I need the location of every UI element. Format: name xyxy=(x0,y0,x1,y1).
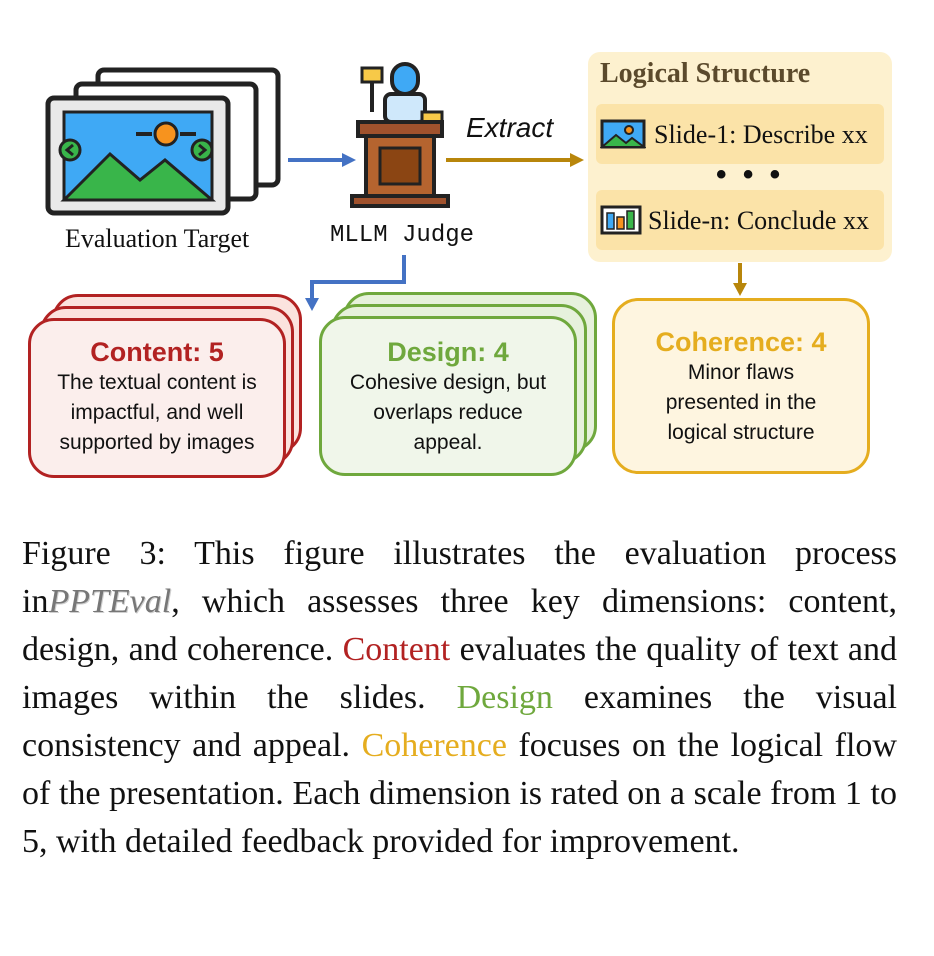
caption-part-4: focuses on the logical flow of the prese… xyxy=(22,727,897,860)
judge-label: MLLM Judge xyxy=(330,222,475,249)
coherence-description: Minor flaws presented in the logical str… xyxy=(665,361,817,444)
target-to-judge-arrowhead xyxy=(342,153,356,167)
logical-structure-title: Logical Structure xyxy=(600,58,811,89)
slides-ellipsis: • • • xyxy=(716,158,785,191)
slide-1-label: Slide-1: Describe xx xyxy=(654,120,868,149)
judge-to-cards-arrowhead xyxy=(305,298,319,311)
content-score: Content: 5 xyxy=(90,337,224,367)
caption-design-word: Design xyxy=(456,679,553,716)
flow-arrows xyxy=(288,153,747,311)
caption-part-3: examines the visual consistency and appe… xyxy=(22,679,897,764)
caption-content-word: Content xyxy=(342,631,451,668)
evaluation-target-label: Evaluation Target xyxy=(65,224,250,253)
evaluation-diagram: Evaluation Target MLLM Judge Extract Log… xyxy=(28,52,892,478)
slide-thumbnail-icon xyxy=(600,119,646,149)
slide-n-label: Slide-n: Conclude xx xyxy=(648,206,869,235)
design-score: Design: 4 xyxy=(387,337,509,367)
content-description: The textual content is impactful, and we… xyxy=(57,371,257,454)
extract-label: Extract xyxy=(466,112,554,143)
caption-prefix: Figure 3: This figure illustrates the ev… xyxy=(22,535,897,620)
design-card: Design: 4 Cohesive design, but overlaps … xyxy=(319,316,577,476)
judge-podium-icon xyxy=(350,62,450,208)
chart-slide-icon xyxy=(600,205,642,235)
content-card: Content: 5 The textual content is impact… xyxy=(28,318,286,478)
extract-arrowhead xyxy=(570,153,584,167)
caption-part-2: evaluates the quality of text and images… xyxy=(22,631,898,716)
figure-caption: Figure 3: This figure illustrates the ev… xyxy=(22,530,897,866)
structure-to-coherence-arrowhead xyxy=(733,283,747,296)
coherence-score: Coherence: 4 xyxy=(655,327,827,357)
slide-row-n xyxy=(596,190,884,250)
coherence-card: Coherence: 4 Minor flaws presented in th… xyxy=(612,298,870,474)
evaluation-target-icon xyxy=(45,67,281,216)
caption-part-1: , which assesses three key dimensions: c… xyxy=(22,583,897,668)
judge-to-cards-arrow xyxy=(310,255,406,300)
design-description: Cohesive design, but overlaps reduce app… xyxy=(349,371,547,454)
caption-coherence-word: Coherence xyxy=(361,727,507,764)
pptEval-name: PPTEval xyxy=(48,583,172,620)
